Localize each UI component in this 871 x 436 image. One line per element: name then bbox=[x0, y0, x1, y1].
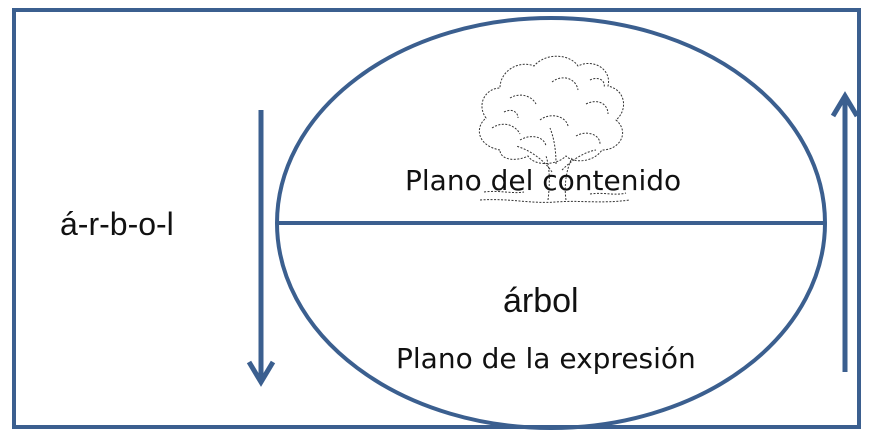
expression-plane-label: Plano de la expresión bbox=[396, 342, 696, 375]
content-plane-label: Plano del contenido bbox=[405, 164, 682, 197]
spelled-word-label: á-r-b-o-l bbox=[60, 206, 174, 242]
up-arrow-icon bbox=[830, 91, 860, 372]
tree-sketch-icon bbox=[478, 55, 631, 203]
diagram-frame bbox=[12, 8, 861, 429]
sign-ellipse bbox=[275, 16, 827, 430]
word-label: árbol bbox=[503, 282, 579, 320]
down-arrow-icon bbox=[246, 110, 276, 387]
